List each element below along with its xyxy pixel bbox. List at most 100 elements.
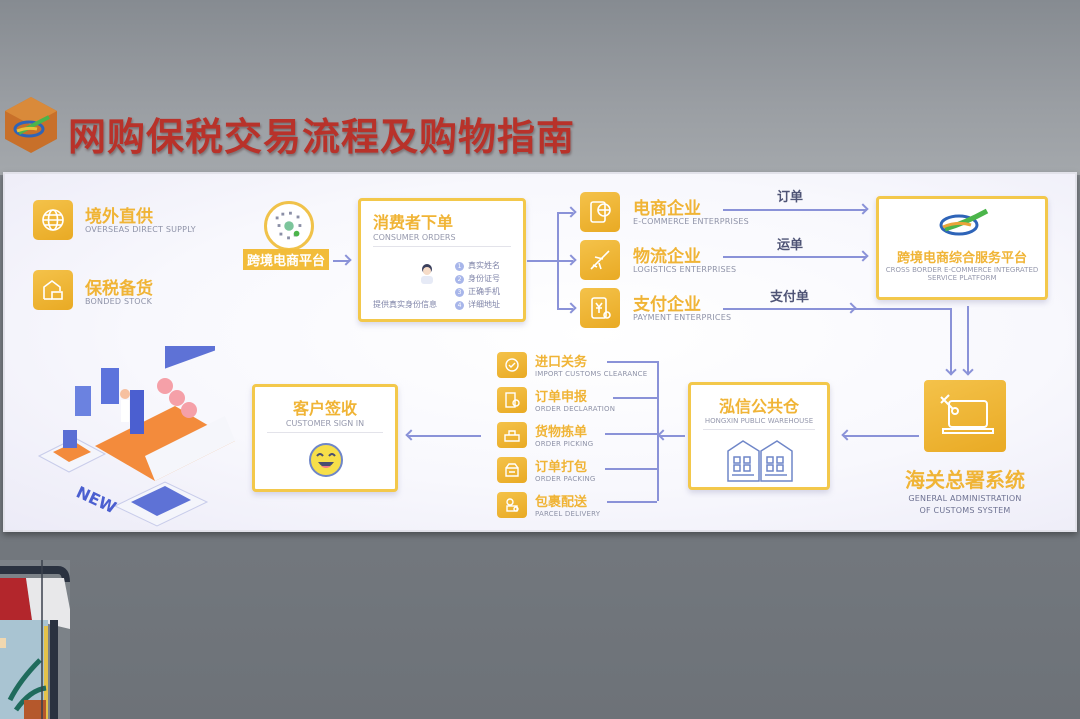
bracket-line: [605, 433, 657, 435]
arrow-right-icon: [340, 254, 352, 266]
warehouse-subtitle: HONGXIN PUBLIC WAREHOUSE: [704, 417, 814, 425]
divider: [267, 432, 383, 433]
arrow-line: [843, 435, 919, 437]
step-packing-title: 订单打包: [535, 460, 588, 475]
arrow-line: [723, 256, 867, 258]
arrow-line: [527, 260, 557, 262]
payment-title: 支付企业: [633, 295, 701, 315]
customer-sign-card: 客户签收 CUSTOMER SIGN IN: [252, 384, 398, 492]
warehouse-buildings-icon: [727, 440, 793, 482]
arrow-line: [723, 308, 951, 310]
tablet-globe-icon: [580, 192, 620, 232]
arrow-down-icon: [945, 364, 957, 376]
divider: [373, 246, 511, 247]
service-platform-subtitle-2: SERVICE PLATFORM: [927, 274, 997, 282]
source-overseas-title: 境外直供: [85, 207, 153, 227]
arrow-line: [333, 260, 349, 262]
warehouse-box-icon: [33, 270, 73, 310]
arrow-right-icon: [857, 203, 869, 215]
arrow-right-icon: [565, 302, 577, 314]
flow-label-order: 订单: [777, 190, 804, 205]
arrow-left-icon: [405, 429, 417, 441]
divider: [703, 429, 815, 430]
new-badge: NEW: [73, 482, 119, 517]
customs-title: 海关总署系统: [905, 468, 1025, 492]
wall-top: [0, 0, 1080, 175]
customer-sign-subtitle: CUSTOMER SIGN IN: [285, 419, 365, 428]
step-delivery-subtitle: PARCEL DELIVERY: [535, 510, 601, 518]
bracket-line: [613, 397, 657, 399]
customer-sign-title: 客户签收: [292, 399, 357, 418]
step-import-subtitle: IMPORT CUSTOMS CLEARANCE: [535, 370, 648, 378]
customs-subtitle-2: OF CUSTOMS SYSTEM: [919, 506, 1011, 515]
step-declaration-title: 订单申报: [535, 390, 588, 405]
airplane-icon: [580, 240, 620, 280]
flow-label-payment: 支付单: [770, 290, 810, 305]
arrow-right-icon: [565, 206, 577, 218]
service-platform-card: 跨境电商综合服务平台 CROSS BORDER E-COMMERCE INTEG…: [876, 196, 1048, 300]
globe-icon: [33, 200, 73, 240]
warehouse-card: 泓信公共仓 HONGXIN PUBLIC WAREHOUSE: [688, 382, 830, 490]
consumer-caption: 提供真实身份信息: [373, 300, 437, 309]
arrow-line: [407, 435, 481, 437]
delivery-icon: [497, 492, 527, 518]
box-pick-icon: [497, 422, 527, 448]
step-declaration-subtitle: ORDER DECLARATION: [535, 405, 616, 413]
logistics-subtitle: LOGISTICS ENTERPRISES: [633, 265, 737, 274]
document-declare-icon: [497, 387, 527, 413]
qr-code-icon[interactable]: [264, 201, 314, 251]
arrow-line: [557, 260, 573, 262]
bracket-line: [657, 361, 659, 501]
bracket-line: [607, 361, 657, 363]
smiley-face-icon: [309, 443, 343, 477]
bracket-line: [605, 468, 657, 470]
source-bonded-subtitle: BONDED STOCK: [85, 297, 153, 306]
arrow-line: [950, 308, 952, 374]
online-shopping-illustration: NEW: [37, 346, 235, 527]
platform-label: 跨境电商平台: [243, 249, 330, 270]
arrow-down-icon: [962, 364, 974, 376]
arrow-line: [557, 308, 573, 310]
arrow-line: [657, 435, 685, 437]
consumer-orders-subtitle: CONSUMER ORDERS: [373, 233, 456, 242]
step-picking-title: 货物拣单: [535, 425, 588, 440]
arrow-line: [723, 209, 867, 211]
ecommerce-subtitle: E-COMMERCE ENTERPRISES: [633, 217, 749, 226]
package-icon: [497, 457, 527, 483]
logistics-title: 物流企业: [633, 247, 701, 267]
source-bonded-title: 保税备货: [85, 279, 153, 299]
step-picking-subtitle: ORDER PICKING: [535, 440, 594, 448]
service-platform-subtitle-1: CROSS BORDER E-COMMERCE INTEGRATED: [885, 266, 1039, 274]
wall-mural-illustration: [0, 560, 70, 719]
source-overseas-subtitle: OVERSEAS DIRECT SUPPLY: [85, 225, 196, 234]
arrow-line: [967, 306, 969, 374]
step-delivery-title: 包裹配送: [535, 495, 588, 510]
arrow-right-icon: [565, 254, 577, 266]
flow-label-waybill: 运单: [777, 238, 804, 253]
ecommerce-title: 电商企业: [633, 199, 701, 219]
payment-subtitle: PAYMENT ENTERPRICES: [633, 313, 732, 322]
step-packing-subtitle: ORDER PACKING: [535, 475, 596, 483]
arrow-left-icon: [657, 429, 669, 441]
step-import-title: 进口关务: [535, 355, 588, 370]
bracket-line: [607, 501, 657, 503]
page-title: 网购保税交易流程及购物指南: [68, 115, 576, 159]
consumer-orders-title: 消费者下单: [373, 213, 454, 232]
yuan-payment-icon: [580, 288, 620, 328]
warehouse-title: 泓信公共仓: [718, 397, 799, 416]
customs-subtitle-1: GENERAL ADMINISTRATION: [908, 494, 1022, 503]
arrow-right-icon: [857, 250, 869, 262]
arrow-right-icon: [845, 302, 857, 314]
arrow-line: [557, 212, 573, 214]
person-icon: [421, 264, 433, 284]
arrow-left-icon: [841, 429, 853, 441]
hexagon-logo-icon: [5, 97, 57, 153]
info-board: 境外直供 OVERSEAS DIRECT SUPPLY 保税备货 BONDED …: [3, 172, 1077, 532]
customs-stamp-icon: [497, 352, 527, 378]
